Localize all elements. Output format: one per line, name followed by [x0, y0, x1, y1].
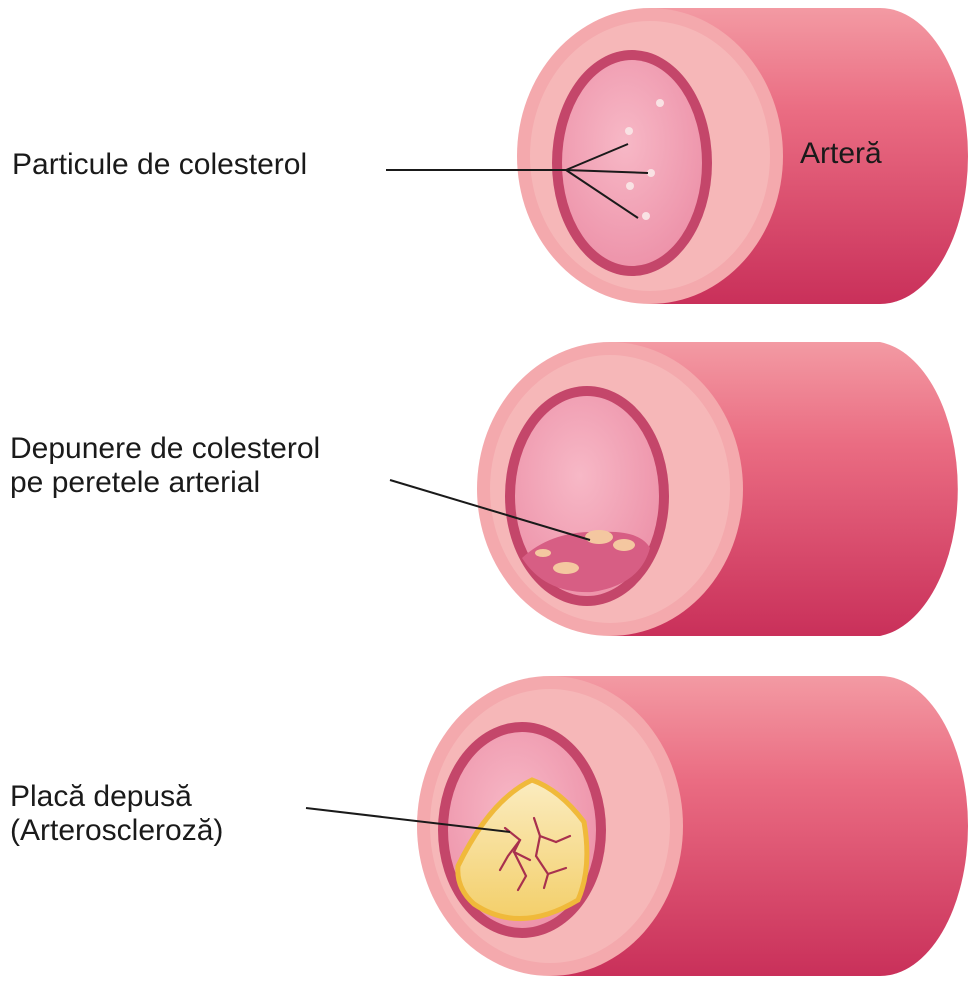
cholesterol-particle: [642, 212, 650, 220]
label-line: Arteră: [800, 137, 882, 170]
cholesterol-particle: [656, 99, 664, 107]
artery-deposit: [390, 342, 958, 636]
label-line: Placă depusă: [10, 780, 223, 814]
cholesterol-deposit: [585, 530, 613, 544]
label-cholesterol-particles: Particule de colesterol: [12, 148, 307, 182]
label-cholesterol-deposit: Depunere de colesterol pe peretele arter…: [10, 432, 320, 500]
cholesterol-particle: [647, 169, 655, 177]
label-line: Depunere de colesterol: [10, 432, 320, 466]
cholesterol-deposit: [553, 562, 579, 574]
cholesterol-particle: [626, 182, 634, 190]
cholesterol-deposit: [535, 549, 551, 557]
label-line: pe peretele arterial: [10, 466, 320, 500]
label-plaque: Placă depusă (Arteroscleroză): [10, 780, 223, 848]
cholesterol-deposit: [613, 539, 635, 551]
cholesterol-particle: [625, 127, 633, 135]
label-line: (Arteroscleroză): [10, 814, 223, 848]
label-line: Particule de colesterol: [12, 148, 307, 181]
artery-plaque: [306, 676, 968, 976]
label-artery: Arteră: [800, 137, 882, 171]
